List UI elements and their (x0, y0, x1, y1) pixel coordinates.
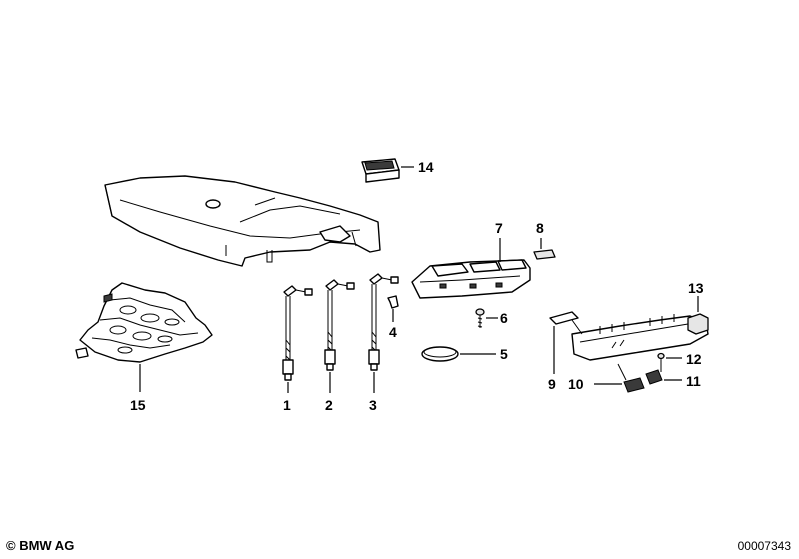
callout-10: 10 (568, 376, 584, 392)
part-14-switch (361, 158, 400, 183)
part-2-cable (324, 279, 355, 371)
connector-line (617, 363, 627, 381)
callout-2: 2 (325, 397, 333, 413)
copyright-label: © BMW AG (6, 538, 75, 553)
seat-cover-part (104, 175, 381, 267)
callout-5: 5 (500, 346, 508, 362)
callout-7: 7 (495, 220, 503, 236)
part-4-clip (387, 295, 399, 309)
callout-11: 11 (686, 373, 701, 389)
part-15-heating-mat (75, 282, 213, 363)
callout-9: 9 (548, 376, 556, 392)
part-12-screw (657, 352, 665, 372)
part-5-ring (421, 346, 459, 362)
part-3-cable (368, 273, 399, 371)
part-13-switch-panel (549, 311, 709, 361)
part-8-cap (533, 249, 556, 260)
part-10-knob (623, 377, 645, 393)
callout-6: 6 (500, 310, 508, 326)
part-7-switch-housing (411, 259, 531, 299)
part-6-screw (475, 308, 485, 328)
callout-4: 4 (389, 324, 397, 340)
callout-13: 13 (688, 280, 704, 296)
callout-12: 12 (686, 351, 702, 367)
part-1-cable (282, 285, 313, 381)
callout-8: 8 (536, 220, 544, 236)
callout-1: 1 (283, 397, 291, 413)
callout-15: 15 (130, 397, 146, 413)
callout-3: 3 (369, 397, 377, 413)
callout-14: 14 (418, 159, 434, 175)
diagram-number: 00007343 (737, 539, 791, 553)
part-11-knob (645, 369, 663, 385)
